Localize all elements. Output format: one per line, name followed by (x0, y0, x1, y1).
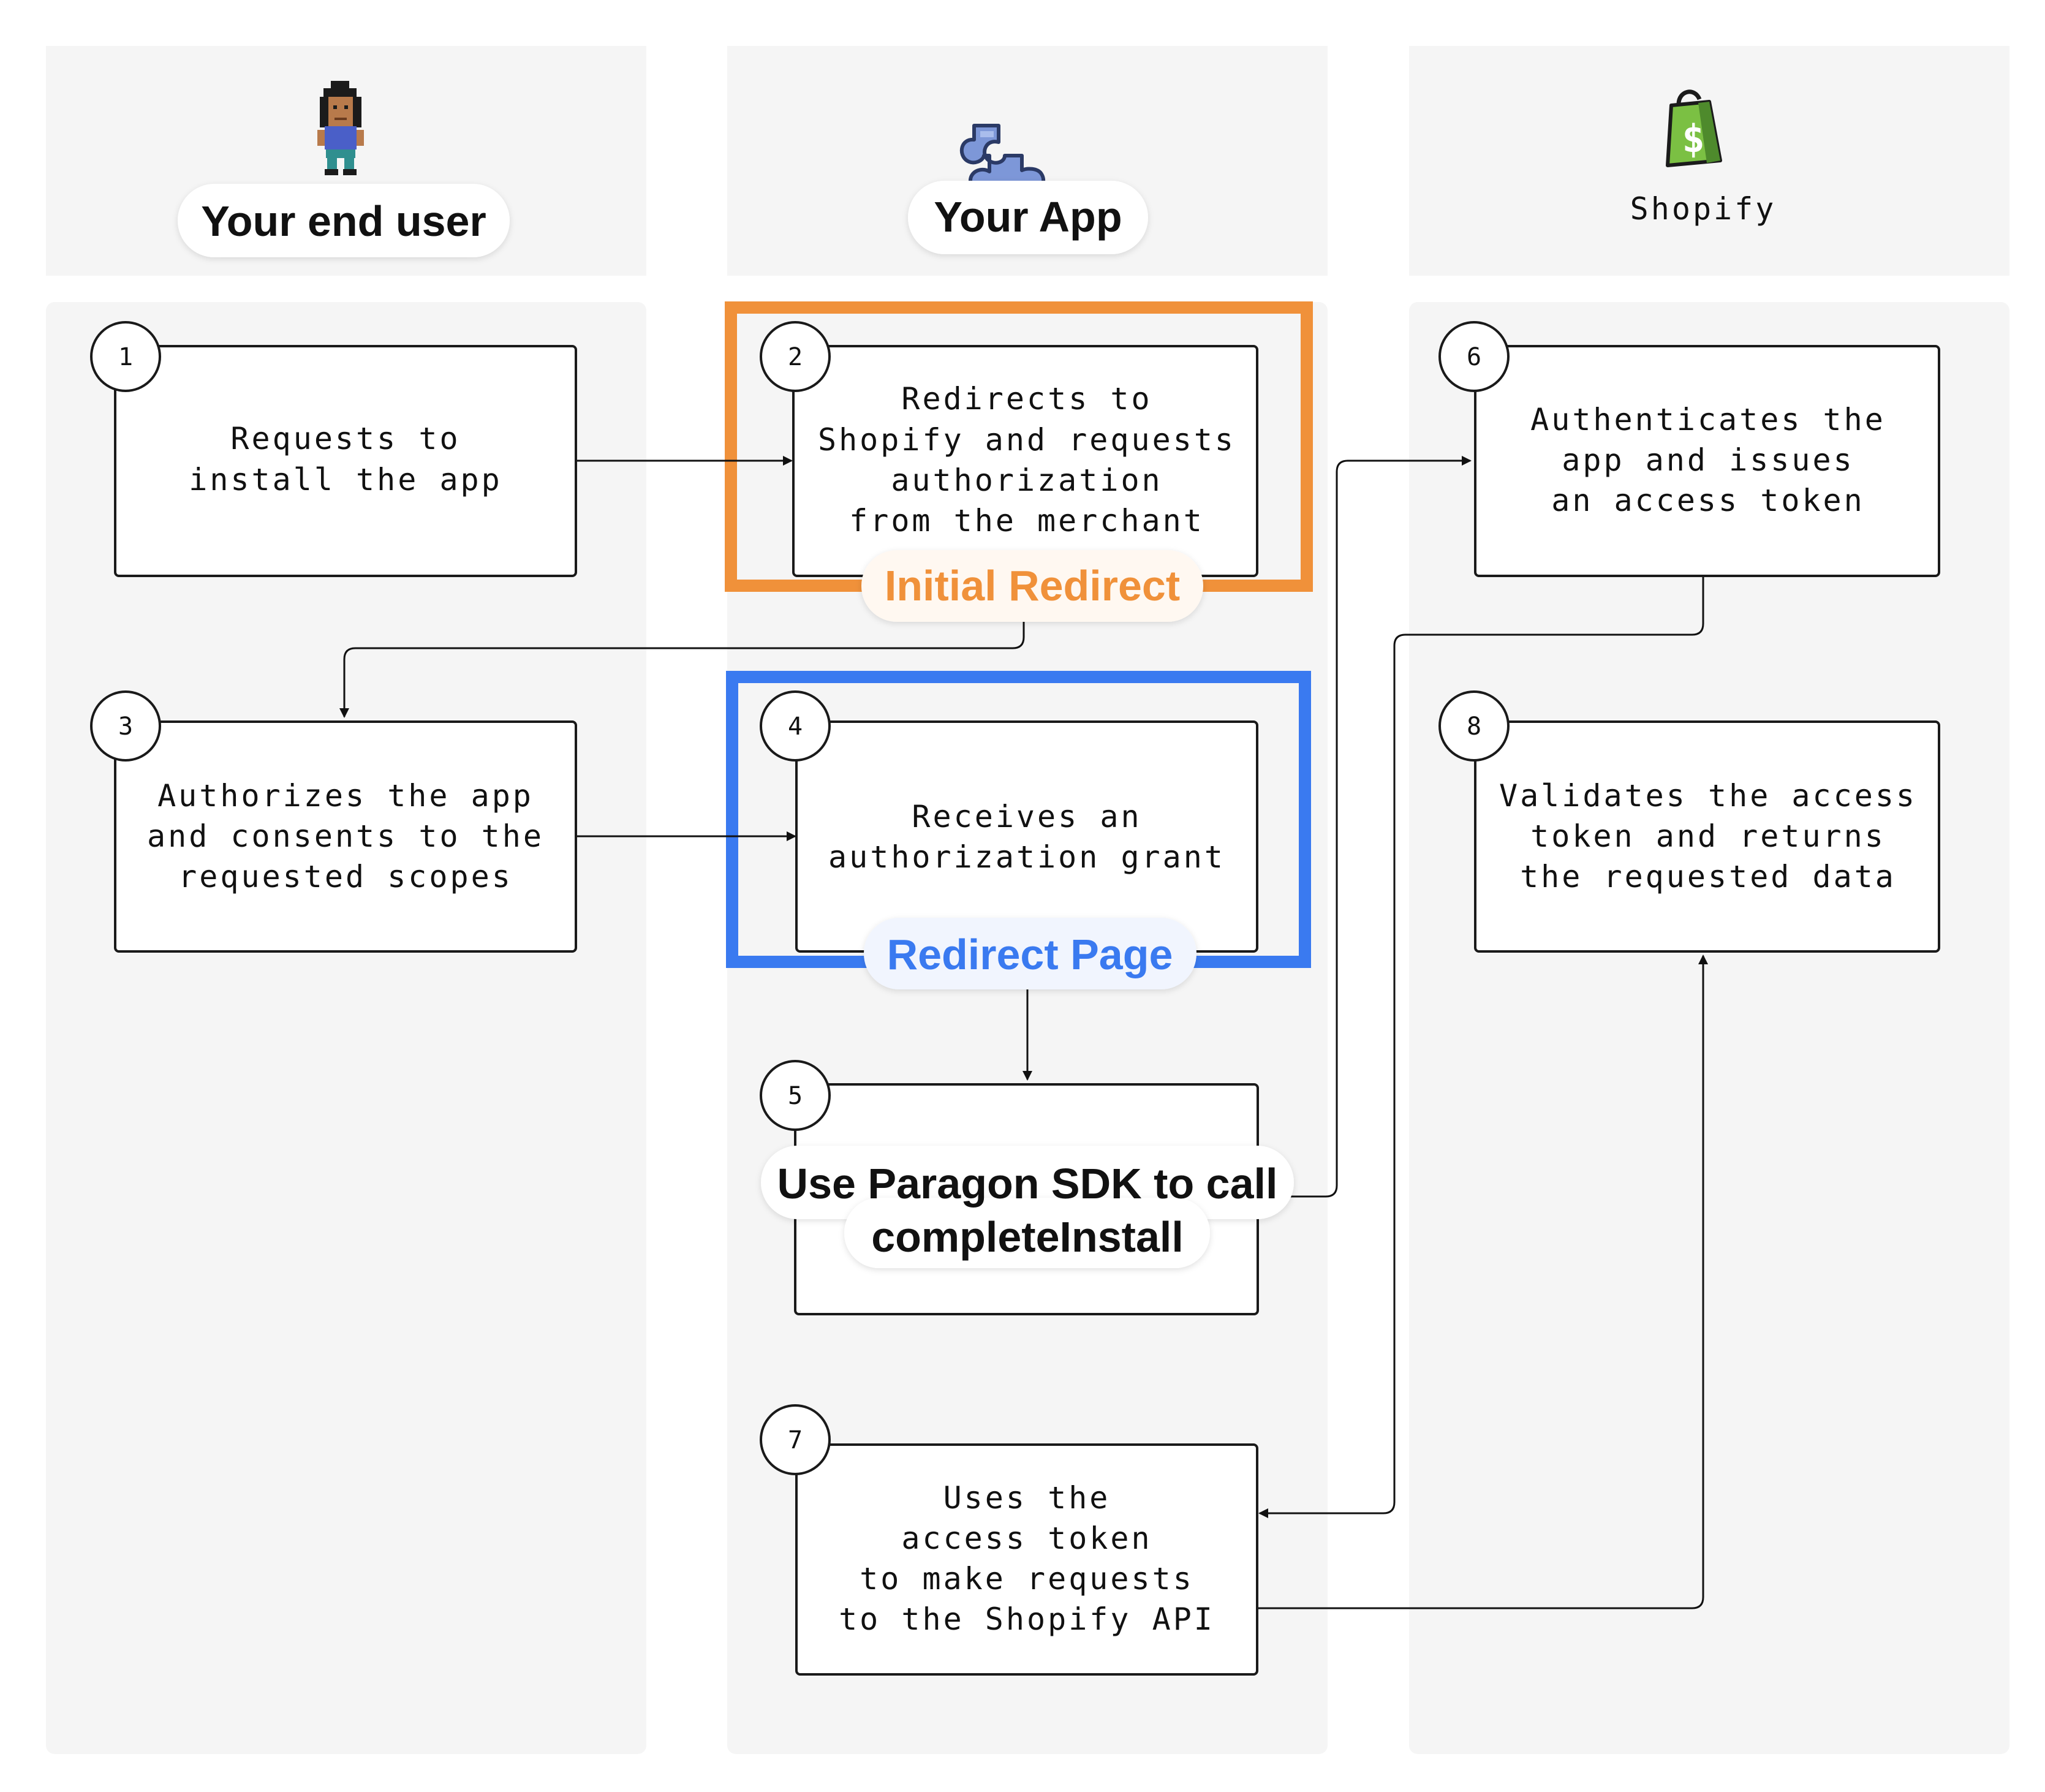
step-8-line-1: Validates the access (1499, 778, 1917, 814)
step-1-line-1: Requests to (230, 421, 460, 456)
step-3-line-3: requested scopes (178, 859, 513, 894)
step-3-line-2: and consents to the (147, 818, 544, 854)
step-4: Receives an authorization grant 4 (760, 690, 1258, 953)
step-6-line-3: an access token (1551, 483, 1865, 518)
step-1: Requests to install the app 1 (90, 321, 577, 577)
step-2-line-4: from the merchant (849, 503, 1204, 539)
user-lane-title: Your end user (201, 197, 486, 245)
step-6-line-1: Authenticates the (1530, 402, 1886, 437)
step-6-line-2: app and issues (1562, 442, 1854, 478)
lane-body-user (46, 302, 646, 1754)
app-title-pill (908, 181, 1148, 254)
step-8-line-2: token and returns (1530, 818, 1886, 854)
step-6-badge (1438, 321, 1510, 392)
step-2-line-2: Shopify and requests (818, 422, 1236, 458)
step-1-badge (90, 321, 161, 392)
connectors (339, 456, 1708, 1609)
step-5-number: 5 (788, 1082, 803, 1110)
step-3-badge (90, 690, 161, 762)
step-5: 5 Use Paragon SDK to call completeInstal… (760, 1060, 1294, 1315)
arrow-5-to-6 (1287, 456, 1472, 1198)
step-6: Authenticates the app and issues an acce… (1438, 321, 1940, 577)
shopify-bag-icon: $ (1666, 89, 1722, 167)
step-3: Authorizes the app and consents to the r… (90, 690, 577, 953)
step-2-line-1: Redirects to (901, 381, 1152, 417)
step-8-line-3: the requested data (1520, 859, 1896, 894)
redirect-page-pill (864, 918, 1196, 989)
step-7-line-4: to the Shopify API (839, 1601, 1215, 1637)
step-7-line-2: access token (901, 1521, 1152, 1556)
step-3-line-1: Authorizes the app (157, 778, 534, 814)
initial-redirect-label: Initial Redirect (885, 562, 1180, 610)
step-6-number: 6 (1467, 343, 1481, 371)
step-2-badge (760, 321, 831, 392)
step-7-number: 7 (788, 1426, 803, 1454)
step-5-line-1: Use Paragon SDK to call (777, 1160, 1278, 1208)
step-2-number: 2 (788, 343, 803, 371)
arrow-6-to-7 (1258, 576, 1704, 1518)
step-7-line-1: Uses the (943, 1480, 1111, 1516)
step-5-line-2: completeInstall (871, 1213, 1184, 1261)
pixel-person-icon (317, 81, 364, 175)
step-5-pill-2 (844, 1198, 1210, 1268)
arrow-7-to-8 (1257, 955, 1708, 1609)
shopify-lane-title: Shopify (1630, 191, 1777, 227)
lane-body-shopify (1409, 302, 2009, 1754)
redirect-page-label: Redirect Page (887, 931, 1173, 978)
step-4-line-2: authorization grant (828, 839, 1225, 875)
step-4-badge (760, 690, 831, 762)
app-lane-title: Your App (934, 193, 1122, 241)
step-8-badge (1438, 690, 1510, 762)
step-7-badge (760, 1404, 831, 1475)
initial-redirect-pill (861, 550, 1203, 622)
svg-text:$: $ (1682, 116, 1704, 161)
step-7: Uses the access token to make requests t… (760, 1404, 1258, 1676)
step-2: Redirects to Shopify and requests author… (760, 321, 1258, 577)
step-8: Validates the access token and returns t… (1438, 690, 1940, 953)
step-1-number: 1 (118, 343, 133, 371)
step-3-number: 3 (118, 713, 133, 741)
step-4-number: 4 (788, 713, 803, 741)
user-title-pill (178, 184, 510, 257)
step-7-line-3: to make requests (860, 1561, 1194, 1597)
step-1-line-2: install the app (189, 462, 502, 497)
arrow-2-to-3 (339, 620, 1025, 718)
step-8-number: 8 (1467, 713, 1481, 741)
step-2-line-3: authorization (891, 463, 1162, 498)
step-4-line-1: Receives an (912, 799, 1141, 834)
step-5-badge (760, 1060, 831, 1131)
